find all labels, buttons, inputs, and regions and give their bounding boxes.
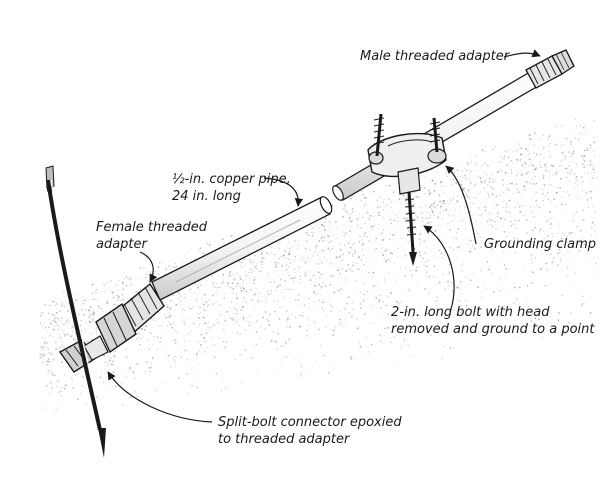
- pointed-bolt: [404, 191, 417, 266]
- label-female-adapter-line1: Female threaded: [96, 220, 207, 235]
- male-threaded-adapter: [525, 49, 575, 89]
- label-bolt: 2-in. long bolt with head removed and gr…: [391, 304, 594, 338]
- label-male-adapter: Male threaded adapter: [360, 49, 510, 64]
- label-split-bolt: Split-bolt connector epoxied to threaded…: [218, 414, 402, 448]
- split-bolt-connector: [58, 335, 109, 373]
- leader-female-adapter: [139, 251, 158, 283]
- label-female-adapter-line2: adapter: [96, 237, 147, 252]
- label-copper-pipe: ½-in. copper pipe, 24 in. long: [172, 171, 291, 205]
- leader-copper-pipe: [263, 177, 304, 207]
- leader-bolt: [423, 225, 455, 313]
- leader-grounding-clamp: [445, 165, 477, 245]
- leader-male-adapter: [503, 49, 541, 58]
- label-copper-pipe-line1: ½-in. copper pipe,: [172, 172, 291, 187]
- label-split-bolt-line1: Split-bolt connector epoxied: [218, 415, 402, 430]
- label-female-adapter: Female threaded adapter: [96, 219, 207, 253]
- leader-split-bolt: [107, 371, 213, 423]
- ground-wire: [45, 165, 106, 458]
- label-bolt-line2: removed and ground to a point: [391, 322, 595, 337]
- lower-copper-pipe: [151, 196, 333, 301]
- label-copper-pipe-line2: 24 in. long: [172, 189, 241, 204]
- label-bolt-line1: 2-in. long bolt with head: [391, 305, 550, 320]
- label-split-bolt-line2: to threaded adapter: [218, 432, 350, 447]
- ground-surface: [39, 118, 599, 412]
- grounding-clamp: [367, 113, 447, 195]
- female-threaded-adapter: [95, 282, 165, 354]
- label-grounding-clamp: Grounding clamp: [484, 237, 596, 252]
